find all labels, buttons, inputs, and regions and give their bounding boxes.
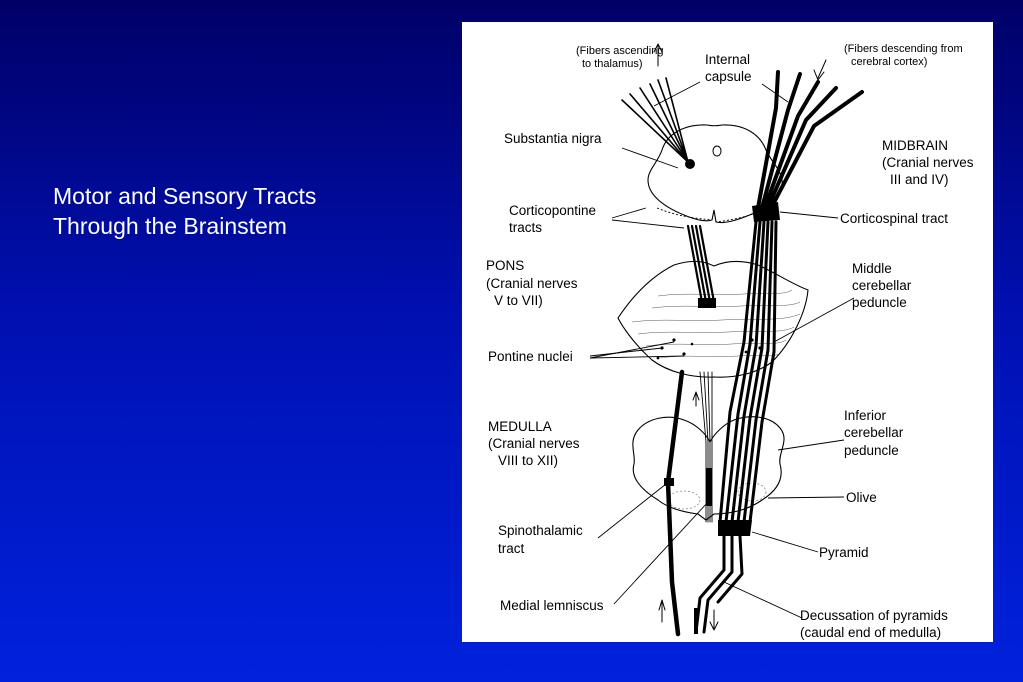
label-internal-capsule-2: capsule [705, 69, 752, 84]
descending-fibers-corticospinal [756, 70, 864, 216]
label-middle-cerebellar-3: peduncle [852, 295, 907, 310]
decussation-thick [694, 608, 698, 634]
olive-left [667, 490, 701, 510]
label-medulla-3: VIII to XII) [498, 453, 558, 468]
pons-fiber-texture [631, 289, 801, 359]
pontine-nuclei-dots [656, 338, 762, 360]
slide-title-line-1: Motor and Sensory Tracts [53, 183, 317, 209]
corticopontine-tract [686, 224, 716, 304]
cerebral-aqueduct [712, 145, 722, 157]
spinothalamic-tract-line [665, 369, 685, 637]
label-pons-3: V to VII) [494, 293, 543, 308]
downward-arrow [709, 609, 719, 631]
ascending-fibers-to-thalamus [621, 77, 689, 163]
label-fibers-descending-2: cerebral cortex) [851, 56, 927, 68]
label-medulla-2: (Cranial nerves [488, 436, 580, 451]
label-pons-2: (Cranial nerves [486, 276, 578, 291]
decussation-lines [694, 534, 744, 634]
label-inferior-cerebellar-2: cerebellar [844, 425, 904, 440]
corticospinal-knot [752, 202, 780, 222]
label-corticopontine: Corticopontine [509, 203, 596, 218]
corticopontine-end [698, 298, 716, 308]
lemniscus-arrow [692, 391, 700, 407]
ascending-arrow [653, 43, 663, 67]
label-corticospinal: Corticospinal tract [840, 211, 948, 226]
slide-title: Motor and Sensory Tracts Through the Bra… [53, 181, 316, 241]
medial-lemniscus-nucleus [706, 468, 712, 506]
label-spinothalamic-2: tract [498, 541, 525, 556]
olive-right [737, 482, 767, 502]
descending-arrow [813, 59, 827, 81]
label-middle-cerebellar: Middle [852, 261, 892, 276]
label-medulla: MEDULLA [488, 419, 552, 434]
label-olive: Olive [846, 490, 877, 505]
substantia-nigra-dot [685, 159, 695, 169]
label-spinothalamic: Spinothalamic [498, 523, 583, 538]
brainstem-diagram-svg: (Fibers ascending to thalamus) Internal … [486, 43, 974, 640]
label-medial-lemniscus: Medial lemniscus [500, 598, 604, 613]
label-pyramid: Pyramid [819, 545, 869, 560]
label-fibers-ascending: (Fibers ascending [576, 45, 663, 57]
spinothalamic-node [664, 478, 674, 486]
label-midbrain-3: III and IV) [890, 172, 949, 187]
label-pontine-nuclei: Pontine nuclei [488, 349, 573, 364]
label-decussation: Decussation of pyramids [800, 608, 948, 623]
label-middle-cerebellar-2: cerebellar [852, 278, 912, 293]
label-inferior-cerebellar-3: peduncle [844, 443, 899, 458]
pons-outline [617, 260, 809, 378]
upward-arrow [658, 599, 666, 623]
slide-title-line-2: Through the Brainstem [53, 213, 287, 239]
label-fibers-ascending-2: to thalamus) [582, 58, 643, 70]
label-midbrain: MIDBRAIN [882, 138, 948, 153]
label-decussation-2: (caudal end of medulla) [800, 625, 941, 640]
label-fibers-descending: (Fibers descending from [844, 43, 963, 55]
label-midbrain-2: (Cranial nerves [882, 155, 974, 170]
corticospinal-tract-lines [718, 220, 778, 524]
brainstem-diagram: (Fibers ascending to thalamus) Internal … [462, 22, 993, 642]
pyramid-block [718, 520, 752, 536]
leader-lines [589, 81, 855, 619]
label-inferior-cerebellar: Inferior [844, 408, 887, 423]
label-corticopontine-2: tracts [509, 220, 542, 235]
label-pons: PONS [486, 258, 524, 273]
label-internal-capsule: Internal [705, 52, 750, 67]
label-substantia-nigra: Substantia nigra [504, 131, 602, 146]
